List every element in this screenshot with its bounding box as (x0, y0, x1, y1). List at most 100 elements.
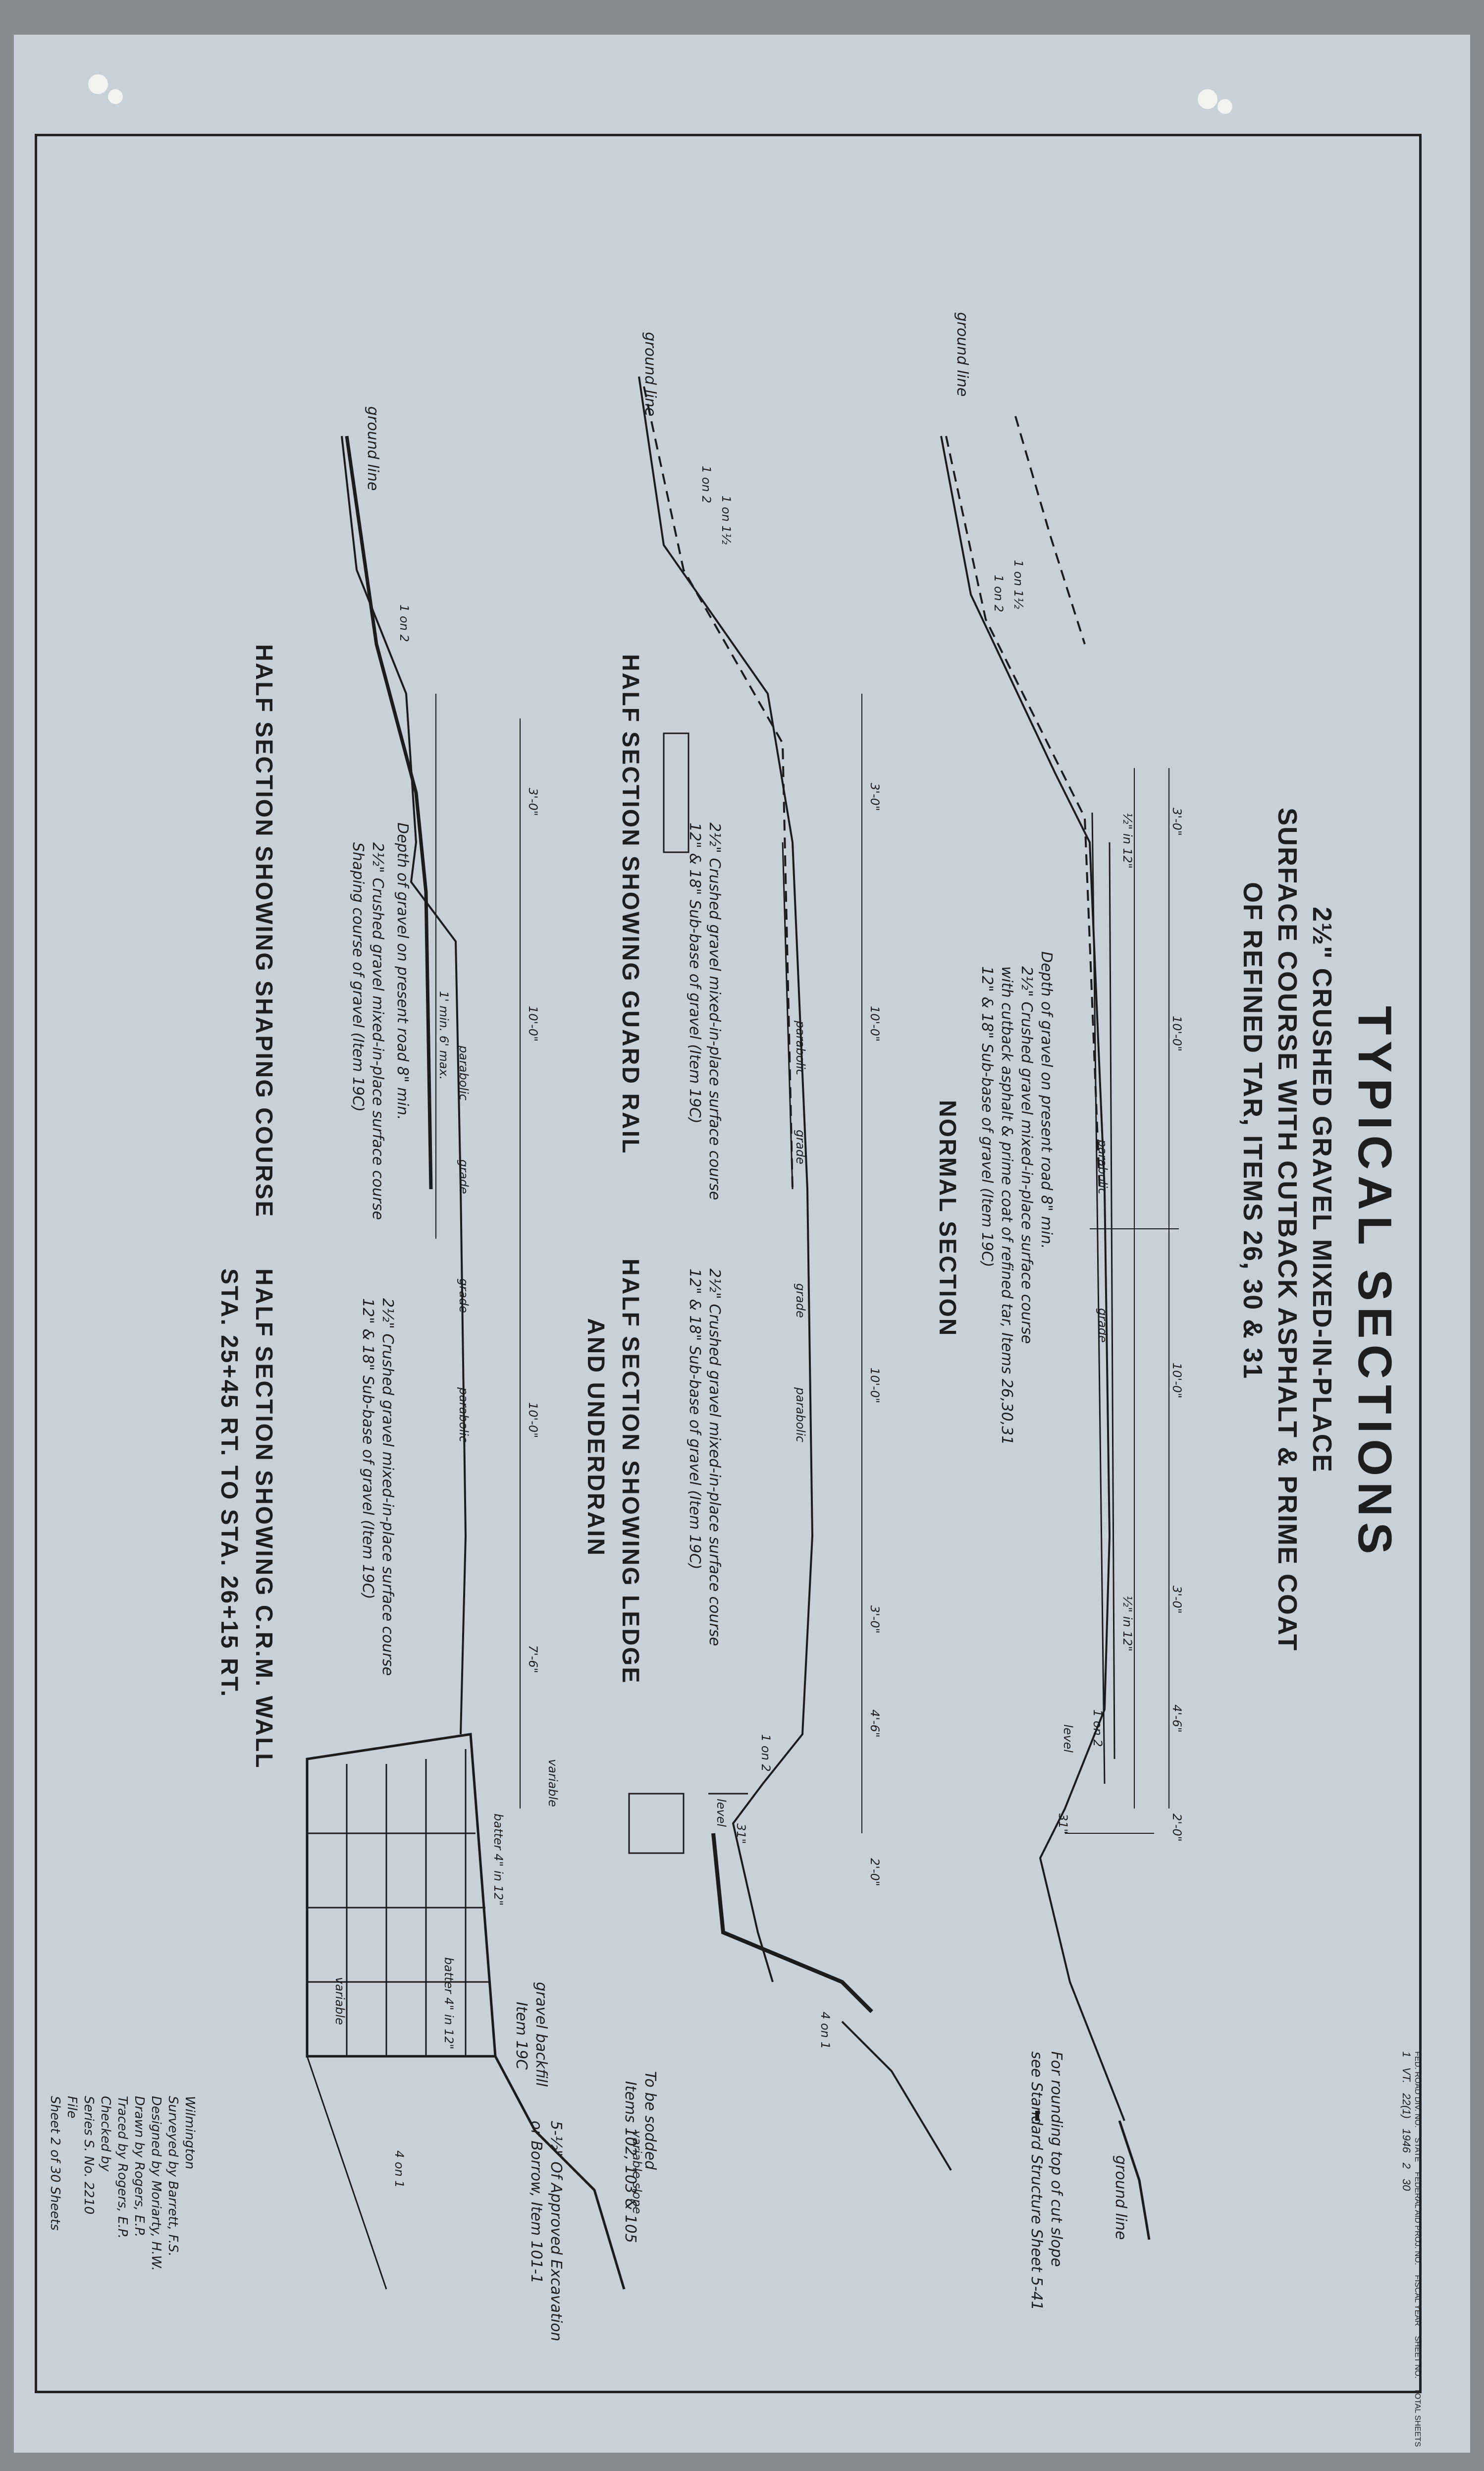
subbase-note: 12" & 18" Sub-base of gravel (Item 19C) (978, 966, 996, 1267)
surface-course-note: 2½" Crushed gravel mixed-in-place surfac… (369, 842, 386, 1220)
variable-label: variable (546, 1759, 560, 1807)
gravel-backfill-note-2: Item 19C (513, 2002, 530, 2070)
dimension-label: 3'-0" (1170, 808, 1184, 836)
depth-gravel-note: Depth of gravel on present road 8" min. (394, 823, 411, 1120)
ground-line-label: ground line (954, 312, 971, 397)
total-value: 30 (1400, 2179, 1413, 2191)
title-line-3: OF REFINED TAR, ITEMS 26, 30 & 31 (1238, 882, 1268, 1380)
dimension-label: 10'-0" (1170, 1363, 1184, 1399)
grade-label: grade (794, 1283, 807, 1318)
level-label: level (714, 1799, 728, 1827)
sheet-no-value: 2 (1400, 2162, 1413, 2169)
dimension-label: 10'-0" (526, 1402, 540, 1438)
grade-label: grade (457, 1278, 471, 1313)
sodded-note-1: To be sodded (641, 2071, 659, 2170)
state-value: VT. (1400, 2067, 1413, 2084)
drawing-border (35, 134, 1422, 2393)
location-label: Wilmington (182, 2096, 197, 2170)
ground-line-label: ground line (641, 332, 659, 417)
project-header: FEDERAL AID PROJ. NO. (1413, 2172, 1422, 2265)
grade-label: grade (457, 1159, 471, 1194)
surface-course-note: 2½" Crushed gravel mixed-in-place surfac… (706, 823, 723, 1201)
sheet-count: Sheet 2 of 30 Sheets (48, 2096, 62, 2231)
surface-course-note: 2½" Crushed gravel mixed-in-place surfac… (1018, 966, 1035, 1344)
dimension-label: 10'-0" (1170, 1016, 1184, 1052)
parabolic-label: parabolic (794, 1021, 807, 1076)
rounding-note-1: For rounding top of cut slope (1048, 2051, 1065, 2267)
file-label: File (64, 2096, 79, 2119)
drawn-by: Drawn by Rogers, E.P. (132, 2096, 147, 2238)
dimension-label: 10'-0" (526, 1006, 540, 1042)
four-on-one-label: 4 on 1 (392, 2150, 406, 2188)
parabolic-label: parabolic (1096, 1140, 1110, 1195)
designed-by: Designed by Moriarty, H.W. (149, 2096, 163, 2271)
gravel-backfill-note-1: gravel backfill (532, 1982, 550, 2087)
excavation-note-1: 5-½" Of Approved Excavation (547, 2121, 565, 2342)
title-line-2: SURFACE COURSE WITH CUTBACK ASPHALT & PR… (1272, 808, 1302, 1651)
fed-road-header: FED. ROAD DIV. NO. (1413, 2051, 1422, 2128)
punch-hole (88, 74, 108, 94)
min-max-label: 1' min. 6' max. (437, 991, 451, 1080)
depth-gravel-note: Depth of gravel on present road 8" min. (1038, 951, 1055, 1249)
grade-label: grade (1096, 1308, 1110, 1343)
title-block: Wilmington Surveyed by Barrett, F.S. Des… (47, 2096, 198, 2271)
checked-by: Checked by (98, 2096, 113, 2172)
normal-section-profile (940, 436, 1125, 2121)
traced-by: Traced by Rogers, E.P. (115, 2096, 130, 2239)
parabolic-label: parabolic (457, 1387, 471, 1442)
punch-hole (108, 89, 123, 104)
middle-section-profile (638, 376, 814, 1982)
series-number: Series S. No. 2210 (81, 2096, 96, 2215)
fed-road-value: 1 (1400, 2051, 1413, 2058)
normal-section-title: NORMAL SECTION (934, 1100, 960, 1337)
batter-label: batter 4" in 12" (491, 1813, 505, 1906)
shaping-course-note: Shaping course of gravel (Item 19C) (349, 842, 367, 1112)
slope-label: 1 on 2 (1091, 1709, 1105, 1747)
grade-label: grade (794, 1130, 807, 1164)
ledge-section-title-1: HALF SECTION SHOWING LEDGE (617, 1259, 643, 1685)
crm-section-title-1: HALF SECTION SHOWING C.R.M. WALL (251, 1268, 277, 1769)
slope-label: 1 on 1½ (719, 495, 733, 545)
dimension-label: 3'-0" (868, 783, 882, 811)
level-label: level (1061, 1724, 1075, 1753)
parabolic-label: parabolic (457, 1045, 471, 1100)
shaping-section-title: HALF SECTION SHOWING SHAPING COURSE (251, 644, 277, 1218)
guard-rail-post (663, 732, 689, 853)
four-on-one-label: 4 on 1 (818, 2012, 832, 2049)
dimension-label: 10'-0" (868, 1006, 882, 1042)
slope-label: 1 on 2 (992, 575, 1006, 612)
excavation-note-2: or Borrow, Item 101-1 (528, 2121, 545, 2284)
state-header: STATE (1413, 2138, 1422, 2162)
batter-label: batter 4" in 12" (442, 1957, 456, 2050)
dimension-label: 2'-0" (1170, 1813, 1184, 1842)
dimension-label: 3'-0" (868, 1605, 882, 1634)
dimension-label: 7'-6" (526, 1645, 540, 1673)
slope-label: 1 on 2 (759, 1734, 773, 1772)
crm-section-title-2: STA. 25+45 RT. TO STA. 26+15 RT. (216, 1268, 242, 1698)
dimension-label: 4'-6" (1170, 1704, 1184, 1733)
dimension-label: 3'-0" (526, 788, 540, 816)
slope-label: 1 on 2 (699, 466, 713, 503)
dimension-label: 31" (734, 1823, 748, 1844)
dimension-label: 4'-6" (868, 1709, 882, 1738)
title-line-1: 2½" CRUSHED GRAVEL MIXED-IN-PLACE (1307, 907, 1337, 1473)
surface-course-note: 2½" Crushed gravel mixed-in-place surfac… (379, 1298, 396, 1676)
year-header: FISCAL YEAR (1413, 2275, 1422, 2326)
total-header: TOTAL SHEETS (1413, 2388, 1422, 2447)
drawing-title: TYPICAL SECTIONS (1348, 1006, 1401, 1560)
project-value: 22(1) (1400, 2093, 1413, 2119)
underdrain-pipe (628, 1793, 685, 1854)
dimension-label: 3'-0" (1170, 1586, 1184, 1614)
year-value: 1946 (1400, 2128, 1413, 2153)
cutback-note: with cutback asphalt & prime coat of ref… (998, 966, 1015, 1445)
surveyed-by: Surveyed by Barrett, F.S. (165, 2096, 180, 2257)
slope-label: 1 on 1½ (1011, 560, 1025, 609)
sheet-no-header: SHEET NO. (1413, 2336, 1422, 2379)
subbase-note: 12" & 18" Sub-base of gravel (Item 19C) (686, 823, 703, 1124)
crown-label: ½" in 12" (1120, 813, 1134, 869)
dimension-label: 10'-0" (868, 1368, 882, 1404)
guard-rail-section-title: HALF SECTION SHOWING GUARD RAIL (617, 654, 643, 1155)
crown-label: ½" in 12" (1120, 1595, 1134, 1652)
surface-course-note: 2½" Crushed gravel mixed-in-place surfac… (706, 1268, 723, 1647)
